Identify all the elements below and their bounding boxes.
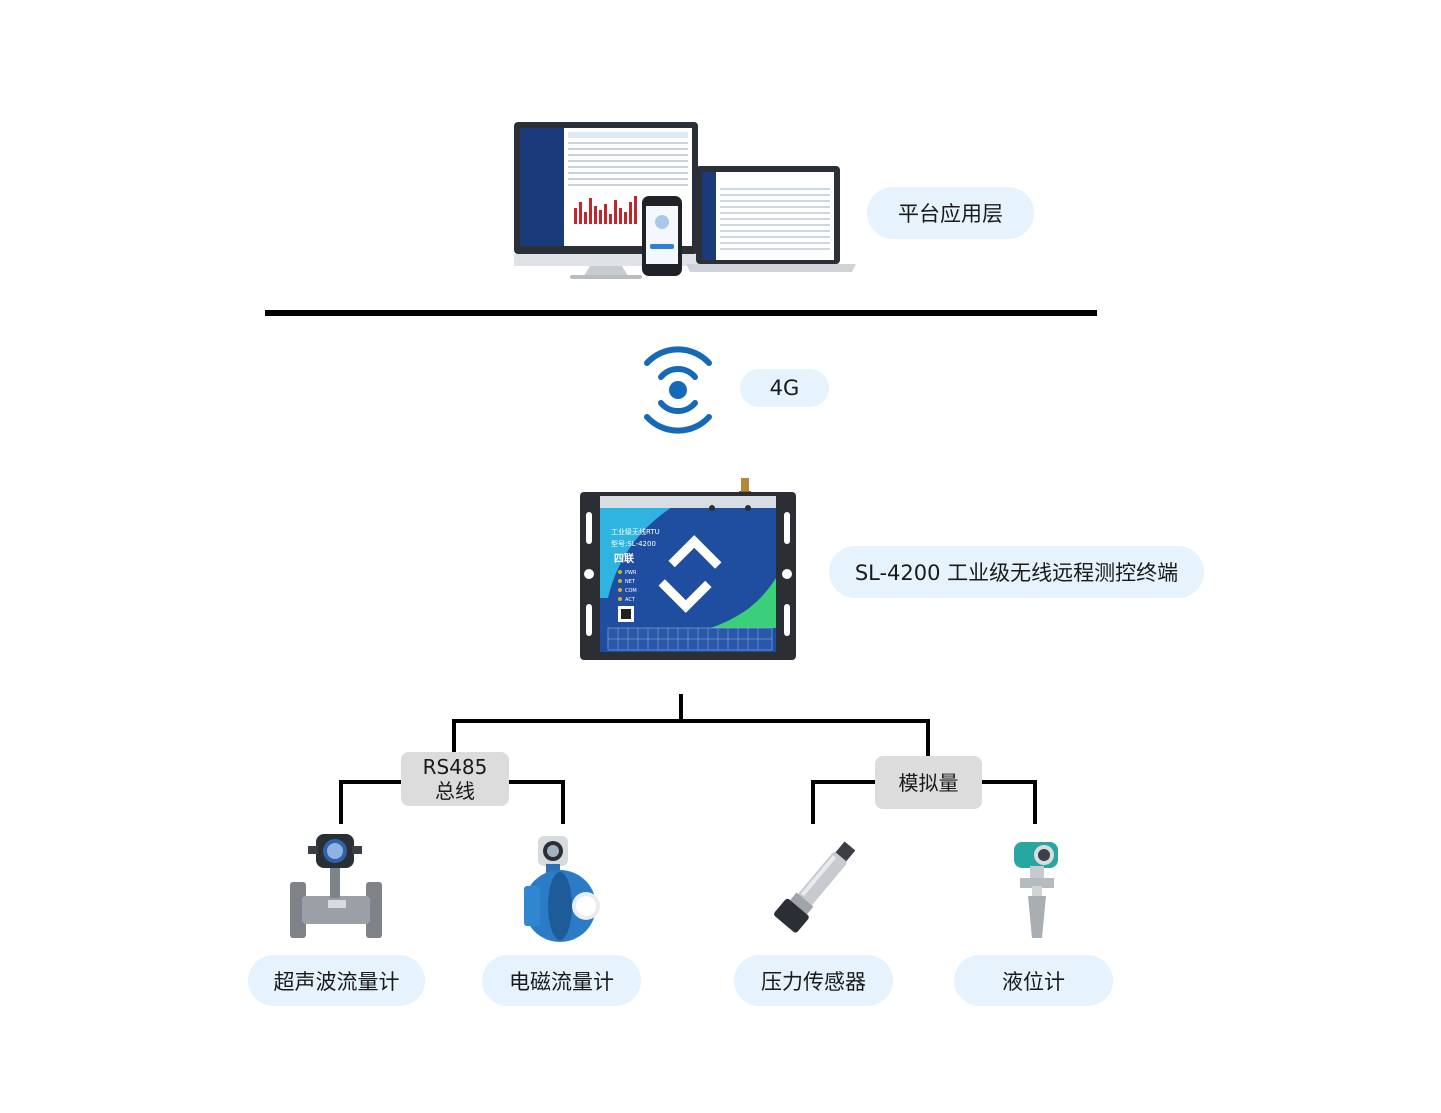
rs485-left-drop	[339, 780, 343, 824]
rtu-device-graphic: 工业级无线RTU 型号:SL-4200 四联 PWR NET COM ACT	[580, 478, 796, 660]
network-4g-label: 4G	[740, 369, 829, 407]
ultrasonic-flowmeter-illustration	[290, 834, 382, 938]
rtu-led-act: ACT	[625, 597, 636, 603]
analog-drop-line	[926, 719, 930, 757]
rs485-bus-box: RS485 总线	[401, 752, 509, 806]
rs485-bus-line1: RS485	[422, 755, 488, 779]
rs485-right-drop	[561, 780, 565, 824]
level-meter-illustration	[1014, 842, 1058, 938]
network-4g-text: 4G	[769, 376, 800, 400]
platform-layer-label: 平台应用层	[867, 187, 1034, 239]
electromagnetic-flowmeter-illustration	[524, 836, 600, 942]
rtu-brand: 四联	[614, 552, 634, 565]
pressure-sensor-illustration	[774, 841, 856, 933]
device-label-text: 超声波流量计	[273, 969, 400, 994]
platform-layer-text: 平台应用层	[898, 202, 1003, 226]
analog-left-branch	[811, 780, 877, 784]
analog-right-branch	[981, 780, 1037, 784]
device-label-text: 液位计	[1002, 969, 1065, 994]
rtu-led-com: COM	[625, 588, 637, 594]
rs485-right-branch	[508, 780, 565, 784]
device-label-pressure-sensor: 压力传感器	[734, 955, 893, 1006]
platform-devices-illustration	[510, 118, 860, 288]
platform-separator-line	[265, 310, 1097, 316]
platform-devices-graphic	[514, 122, 856, 279]
device-label-level-meter: 液位计	[954, 955, 1113, 1006]
rs485-drop-line	[452, 719, 456, 753]
analog-right-drop	[1033, 780, 1037, 824]
device-label-text: 电磁流量计	[509, 969, 614, 994]
rtu-panel-model: 型号:SL-4200	[611, 539, 656, 548]
analog-bus-box: 模拟量	[875, 756, 982, 809]
device-label-electromagnetic-flowmeter: 电磁流量计	[482, 955, 641, 1006]
wireless-signal-icon	[644, 346, 712, 434]
rtu-device-illustration: 工业级无线RTU 型号:SL-4200 四联 PWR NET COM ACT	[580, 478, 796, 664]
rs485-left-branch	[339, 780, 403, 784]
rtu-label-text: SL-4200 工业级无线远程测控终端	[854, 561, 1179, 585]
rs485-bus-line2: 总线	[435, 779, 475, 803]
rtu-down-line	[679, 694, 683, 722]
device-label-ultrasonic-flowmeter: 超声波流量计	[248, 955, 425, 1006]
rtu-label: SL-4200 工业级无线远程测控终端	[829, 546, 1204, 598]
analog-bus-text: 模拟量	[898, 770, 959, 795]
device-label-text: 压力传感器	[761, 969, 866, 994]
analog-left-drop	[811, 780, 815, 824]
bus-horizontal-line	[452, 719, 930, 723]
rtu-led-net: NET	[625, 579, 636, 585]
rtu-led-pwr: PWR	[625, 570, 637, 576]
rtu-panel-title: 工业级无线RTU	[611, 527, 660, 536]
